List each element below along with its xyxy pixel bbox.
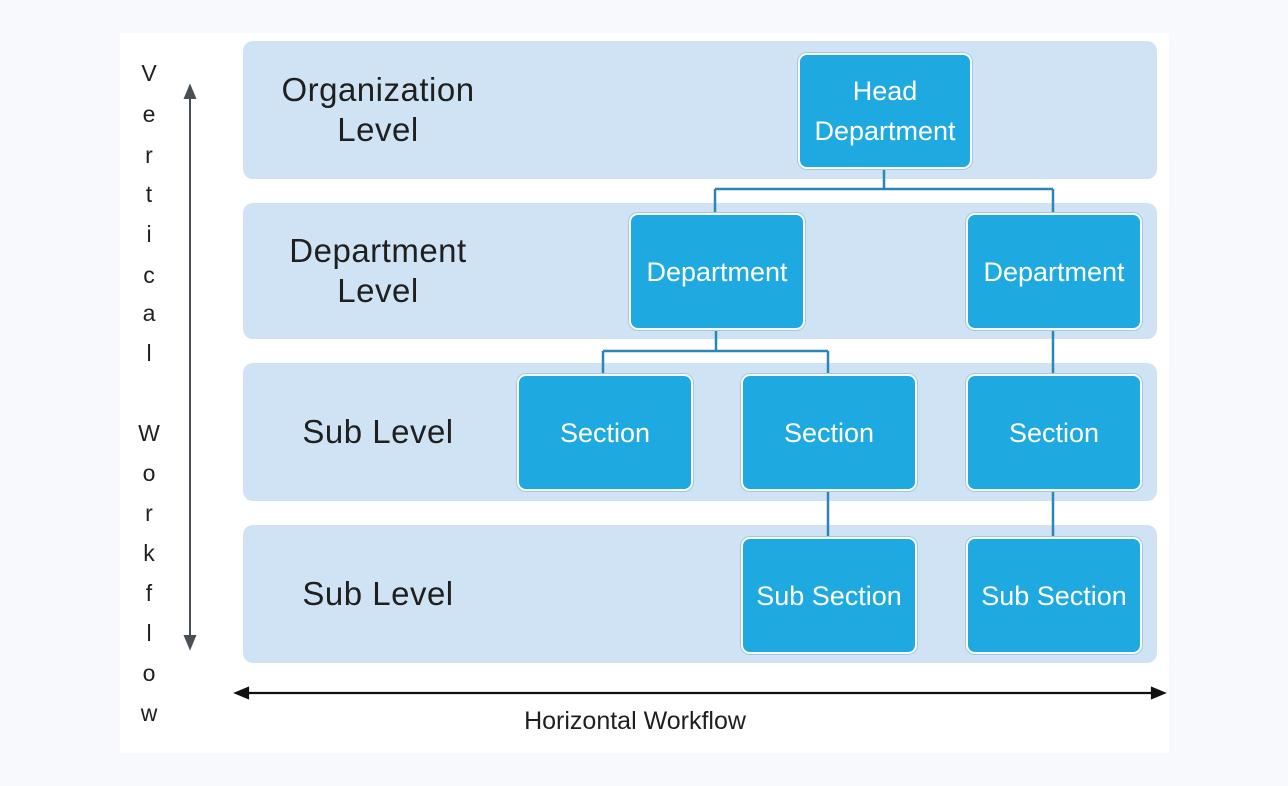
vertical-label-letter: l (146, 620, 152, 646)
vertical-label-letter: f (145, 580, 153, 606)
vertical-label-letter: t (145, 181, 153, 207)
node-department-left: Department (629, 213, 805, 330)
vertical-label-letter: i (146, 221, 152, 247)
level-label-sub-1: Sub Level (302, 413, 454, 450)
node-section-2: Section (741, 374, 917, 491)
vertical-label-letter: W (138, 420, 160, 446)
vertical-label-letter: V (141, 60, 157, 86)
vertical-arrow-head-up (183, 83, 197, 99)
level-label-sub-2: Sub Level (302, 575, 454, 612)
horizontal-workflow-label: Horizontal Workflow (524, 707, 746, 735)
node-department-right: Department (966, 213, 1142, 330)
vertical-label-letter: o (142, 660, 156, 686)
vertical-label-letter: o (142, 460, 156, 486)
node-subsection-2: Sub Section (966, 537, 1142, 654)
vertical-label-letter: r (145, 142, 153, 168)
vertical-label-letter: e (142, 101, 156, 127)
band-organization-level: Organization Level (243, 41, 1157, 179)
node-subsection-1: Sub Section (741, 537, 917, 654)
node-head-department: Head Department (798, 53, 972, 169)
level-label-organization: Organization Level (281, 71, 475, 148)
level-label-department: Department Level (289, 232, 467, 309)
node-section-3: Section (966, 374, 1142, 491)
horizontal-arrow-head-right (1150, 686, 1167, 700)
vertical-label-letter: r (145, 500, 153, 526)
node-section-1: Section (517, 374, 693, 491)
vertical-label-letter: w (140, 700, 158, 726)
vertical-label-letter: a (142, 300, 156, 326)
vertical-label-letter: k (143, 540, 155, 566)
horizontal-arrow-head-left (233, 686, 250, 700)
vertical-arrow-head-down (183, 635, 197, 651)
vertical-label-letter: c (143, 262, 155, 288)
vertical-label-letter: l (146, 340, 152, 366)
